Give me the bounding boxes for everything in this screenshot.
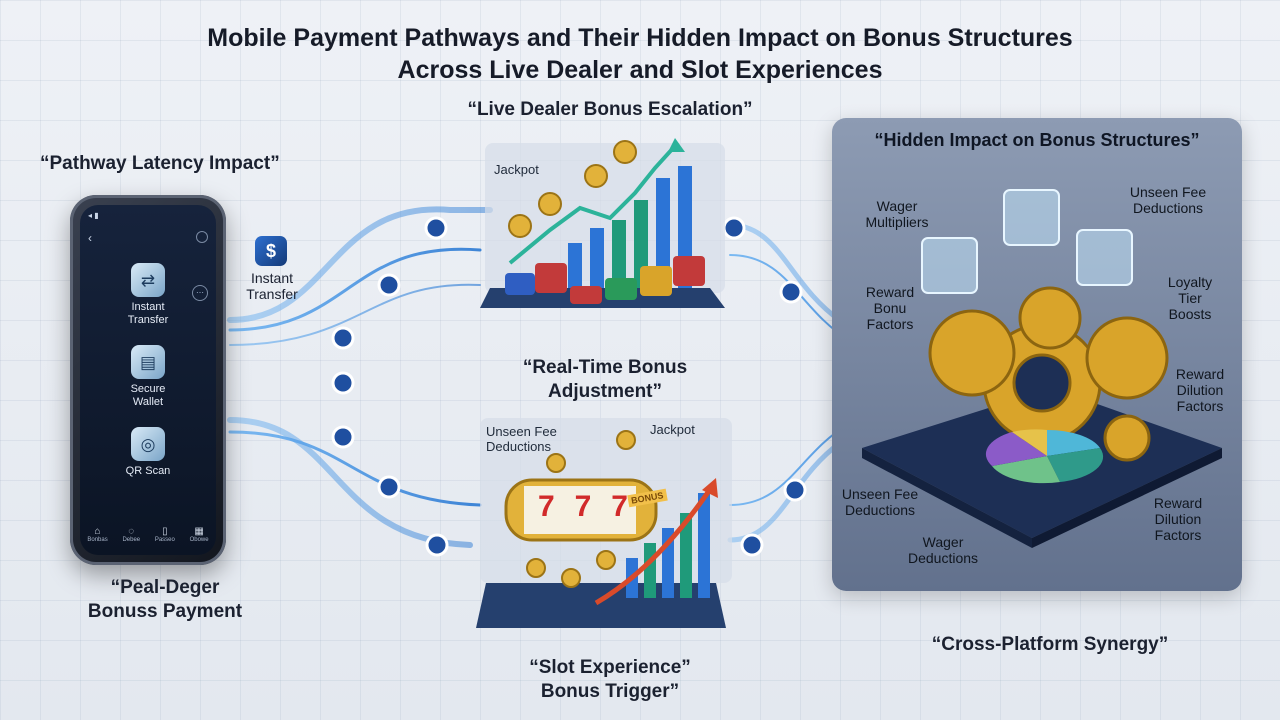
reward-bonu-line-2: Bonu: [873, 300, 907, 316]
reel-symbol: 7: [611, 490, 628, 523]
slot-unseen-line-2: Deductions: [486, 439, 552, 454]
status-bar: ◂ ▮: [88, 211, 99, 220]
wallet-icon: ▤: [131, 345, 165, 379]
live-dealer-label: “Live Dealer Bonus Escalation”: [467, 99, 753, 120]
reward-bonu-line-3: Factors: [866, 316, 914, 332]
doc-icon: ▯: [162, 525, 168, 537]
page-title: Mobile Payment Pathways and Their Hidden…: [0, 22, 1280, 86]
gears: [928, 286, 1169, 462]
wager-deductions-label: Wager Deductions: [893, 534, 993, 566]
slot-reel: 7 7 7: [528, 490, 638, 524]
tab-label: Passeo: [154, 536, 175, 543]
instant-transfer-label: Instant Transfer: [222, 270, 322, 302]
unseen-top-line-2: Deductions: [1132, 200, 1204, 216]
panel-title: “Hidden Impact on Bonus Structures”: [874, 130, 1200, 150]
real-time-line-2: Adjustment”: [548, 381, 662, 402]
reel-symbol: 7: [574, 490, 592, 523]
phone-item-secure-wallet[interactable]: ▤ Secure Wallet: [80, 345, 216, 409]
loyalty-line-3: Boosts: [1168, 306, 1212, 322]
pathway-latency-label: “Pathway Latency Impact”: [40, 153, 280, 174]
reward-dil2-line-3: Factors: [1154, 527, 1202, 543]
more-icon[interactable]: ⋯: [192, 285, 208, 301]
settings-dot-icon[interactable]: [196, 231, 208, 243]
live-jackpot-label: Jackpot: [494, 162, 539, 177]
grid-icon: ▦: [194, 525, 204, 537]
phone-tab-bar: ⌂Bonbas ◌Debee ▯Passeo ▦Obowe: [80, 513, 216, 555]
live-dealer-scene: [480, 138, 725, 308]
wager-ded-line-2: Deductions: [907, 550, 979, 566]
tab-label: Debee: [122, 536, 141, 543]
slot-unseen-line-1: Unseen Fee: [486, 424, 557, 439]
chip-nodes: [331, 216, 807, 557]
unseen-fee-bottom-label: Unseen Fee Deductions: [830, 486, 930, 518]
phone-tab-2[interactable]: ◌Debee: [122, 526, 140, 543]
peal-deger-line-2: Bonuss Payment: [87, 601, 243, 622]
impact-scene: [862, 189, 1222, 548]
gold-coins: [508, 140, 637, 238]
circle-icon: ◌: [128, 525, 135, 537]
wager-mult-line-2: Multipliers: [865, 214, 929, 230]
real-time-line-1: “Real-Time Bonus: [522, 357, 688, 378]
home-icon: ⌂: [94, 525, 101, 537]
phone-item-label-2: Wallet: [132, 396, 164, 408]
wager-mult-line-1: Wager: [876, 198, 918, 214]
unseen-fee-top-label: Unseen Fee Deductions: [1118, 184, 1218, 216]
glass-cubes: [921, 189, 1133, 294]
reel-symbol: 7: [537, 490, 555, 523]
unseen-bot-line-1: Unseen Fee: [841, 486, 919, 502]
phone-tab-3[interactable]: ▯Passeo: [155, 526, 175, 543]
reward-dil-line-2: Dilution: [1176, 382, 1224, 398]
tab-label: Bonbas: [87, 536, 108, 543]
reward-dil2-line-2: Dilution: [1154, 511, 1202, 527]
loyalty-tier-boosts-label: Loyalty Tier Boosts: [1150, 274, 1230, 322]
reward-dilution-factors-2-label: Reward Dilution Factors: [1138, 495, 1218, 543]
reward-dil2-line-1: Reward: [1153, 495, 1203, 511]
dollar-transfer-icon: $: [255, 236, 287, 266]
unseen-bot-line-2: Deductions: [844, 502, 916, 518]
reward-dilution-factors-label: Reward Dilution Factors: [1160, 366, 1240, 414]
phone-item-label-2: Transfer: [127, 314, 169, 326]
transfer-icon: ⇄: [131, 263, 165, 297]
slot-exp-line-2: Bonus Trigger”: [540, 681, 680, 702]
reward-dil-line-3: Factors: [1176, 398, 1224, 414]
back-chevron-icon[interactable]: ‹: [88, 231, 92, 245]
instant-transfer-line-2: Transfer: [246, 286, 298, 302]
instant-transfer-line-1: Instant: [250, 270, 294, 286]
slot-experience-label: “Slot Experience” Bonus Trigger”: [480, 656, 740, 704]
title-line-1: Mobile Payment Pathways and Their Hidden…: [207, 24, 1073, 52]
phone-tab-home[interactable]: ⌂Bonbas: [87, 526, 107, 543]
phone-item-instant-transfer[interactable]: ⇄ Instant Transfer: [80, 263, 216, 327]
peal-deger-label: “Peal-Deger Bonuss Payment: [70, 576, 260, 624]
phone-device: ◂ ▮ ‹ ⋯ ⇄ Instant Transfer ▤ Secure Wall…: [70, 195, 226, 565]
reward-bonu-factors-label: Reward Bonu Factors: [850, 284, 930, 332]
loyalty-line-1: Loyalty: [1167, 274, 1213, 290]
slot-jackpot-label: Jackpot: [650, 422, 695, 437]
tab-label: Obowe: [189, 536, 209, 543]
gold-coins: [526, 430, 636, 588]
phone-item-label: QR Scan: [125, 465, 171, 477]
slot-scene: [476, 418, 732, 628]
wager-ded-line-1: Wager: [922, 534, 964, 550]
phone-item-qr-scan[interactable]: ◎ QR Scan: [80, 427, 216, 478]
slot-exp-line-1: “Slot Experience”: [529, 657, 691, 678]
wager-multipliers-label: Wager Multipliers: [852, 198, 942, 230]
cross-platform-label: “Cross-Platform Synergy”: [931, 634, 1169, 655]
loyalty-line-2: Tier: [1178, 290, 1202, 306]
phone-tab-4[interactable]: ▦Obowe: [190, 526, 209, 543]
title-line-2: Across Live Dealer and Slot Experiences: [397, 56, 883, 84]
peal-deger-line-1: “Peal-Deger: [110, 577, 220, 598]
reward-dil-line-1: Reward: [1175, 366, 1225, 382]
real-time-label: “Real-Time Bonus Adjustment”: [480, 356, 730, 404]
reward-bonu-line-1: Reward: [865, 284, 915, 300]
pie-chart: [985, 429, 1104, 484]
slot-unseen-fee-label: Unseen Fee Deductions: [486, 424, 557, 454]
phone-item-label: Secure: [130, 383, 166, 395]
phone-item-label: Instant: [131, 301, 165, 313]
phone-screen: ◂ ▮ ‹ ⋯ ⇄ Instant Transfer ▤ Secure Wall…: [80, 205, 216, 555]
qr-icon: ◎: [131, 427, 165, 461]
unseen-top-line-1: Unseen Fee: [1129, 184, 1207, 200]
chip-stacks: [505, 256, 705, 304]
bar-chart: [568, 166, 692, 288]
